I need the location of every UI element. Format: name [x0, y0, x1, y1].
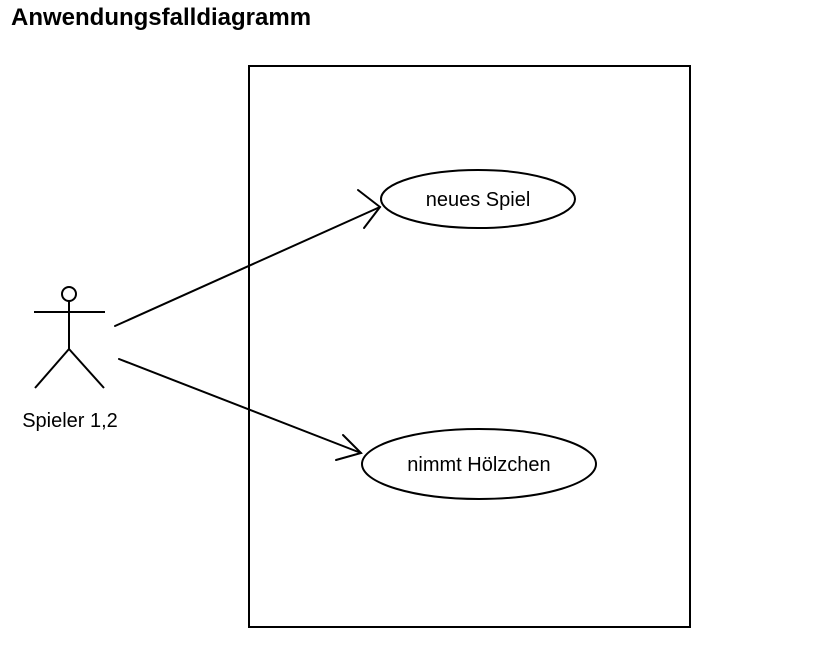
association-arrow-2	[118, 358, 363, 461]
use-case-label: neues Spiel	[426, 189, 531, 211]
actor-right-leg	[68, 348, 105, 389]
arrow-head-2	[335, 434, 363, 461]
actor-stick-figure	[34, 286, 105, 389]
use-case-nimmt-hoelzchen: nimmt Hölzchen	[361, 428, 597, 500]
actor-head	[61, 286, 77, 302]
association-arrow-1	[114, 189, 382, 327]
system-boundary	[248, 65, 691, 628]
actor-label: Spieler 1,2	[22, 410, 118, 432]
use-case-neues-spiel: neues Spiel	[380, 169, 576, 229]
use-case-ellipse	[380, 169, 576, 229]
arrow-head-1	[357, 189, 382, 229]
actor-left-leg	[34, 348, 70, 389]
use-case-label: nimmt Hölzchen	[407, 454, 550, 476]
association-line-1	[114, 206, 381, 327]
use-case-ellipse	[361, 428, 597, 500]
association-line-2	[118, 358, 362, 454]
page-title: Anwendungsfalldiagramm	[11, 4, 312, 31]
